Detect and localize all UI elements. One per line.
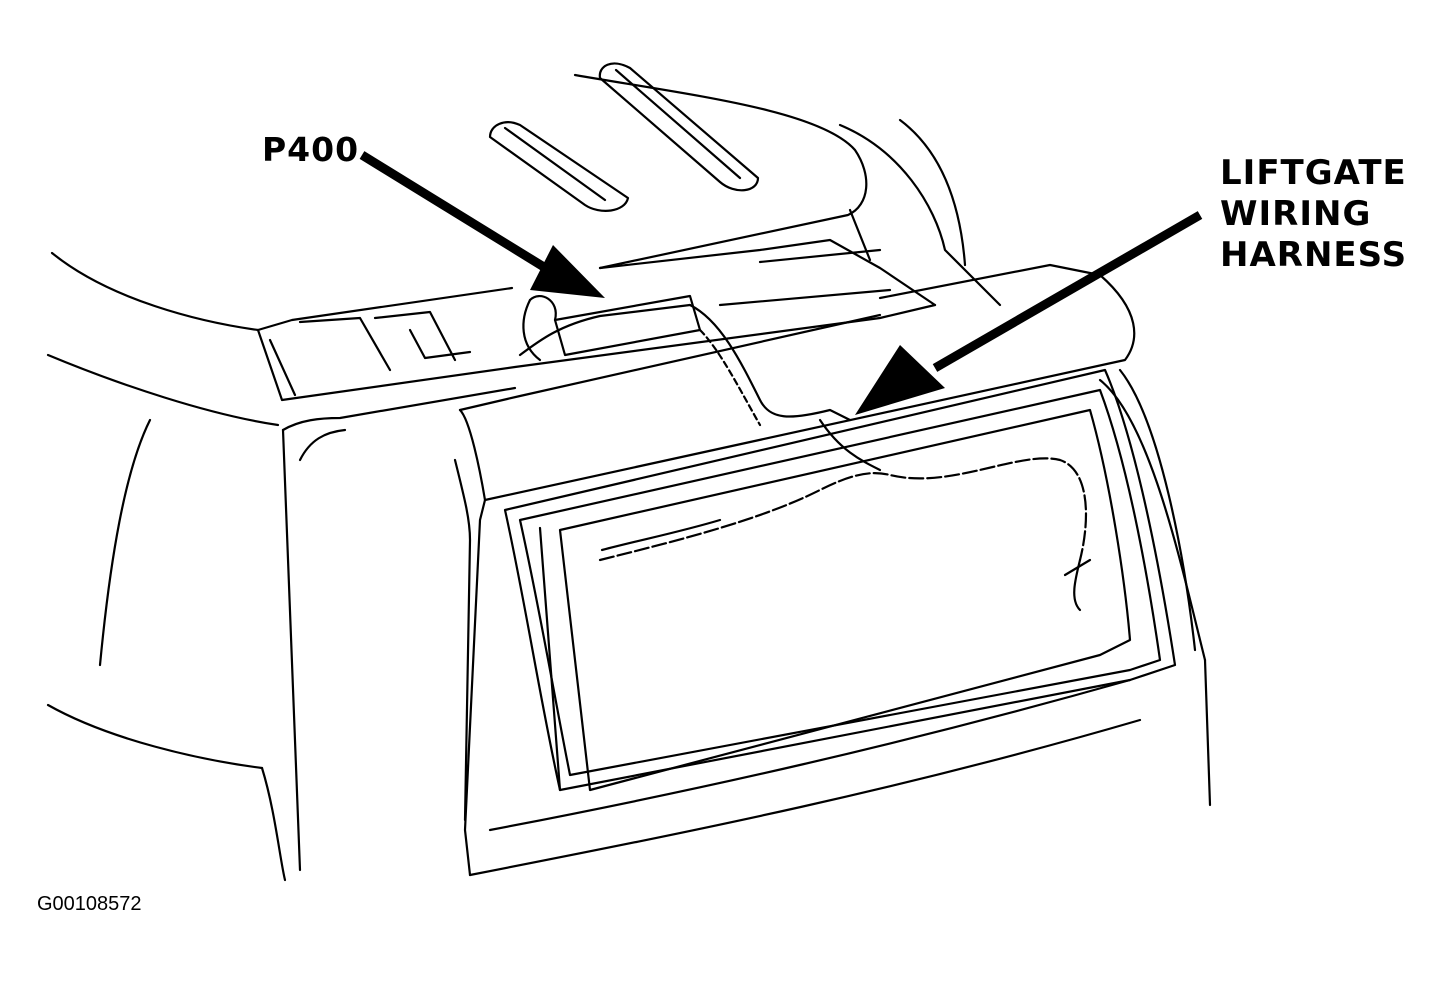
figure-id: G00108572 [37,893,142,915]
left-quarter-panel [98,418,152,667]
p400-arrow [359,151,568,284]
harness-window-run [598,457,1088,562]
roof-rear-curve [573,73,868,270]
roof-rail-rear [598,62,760,192]
roof-rail-front [488,121,630,212]
roof-panel [50,251,260,332]
p400-label: P400 [262,130,360,169]
window-glass [558,408,1132,792]
harness-arrow [932,211,1203,372]
harness-label-line-2: WIRING [1220,194,1372,234]
harness-label-line-1: LIFTGATE [1220,153,1407,193]
harness-label: LIFTGATE WIRING HARNESS [1220,153,1407,276]
body-ledge [256,303,937,402]
liftgate-outline [458,408,487,877]
window-frame-outer [503,368,1177,792]
liftgate-right [1098,378,1207,662]
window-frame-mid [518,388,1162,777]
p400-arrowhead [530,245,605,298]
harness-lead [518,303,692,357]
body-opening-left [281,386,517,432]
roof-edge-left [46,353,280,427]
harness-arrowhead [855,345,945,415]
harness-label-line-3: HARNESS [1220,235,1408,275]
